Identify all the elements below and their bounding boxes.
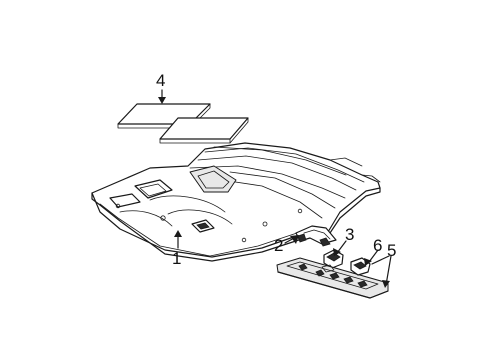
callout-5: 5 bbox=[387, 241, 396, 260]
arrowhead-3-icon bbox=[333, 248, 341, 256]
leader-5b bbox=[385, 255, 392, 286]
callout-labels: 4 1 2 3 5 6 bbox=[156, 71, 396, 268]
arrowhead-6-icon bbox=[364, 258, 372, 266]
callout-6: 6 bbox=[373, 236, 382, 255]
arrowhead-1-icon bbox=[174, 230, 182, 237]
leader-5a bbox=[371, 255, 390, 265]
roof-pads-part-4 bbox=[117, 103, 249, 144]
arrowhead-4-icon bbox=[158, 97, 166, 104]
console-rail-part-5 bbox=[276, 257, 389, 299]
leader-lines bbox=[158, 89, 392, 288]
callout-1: 1 bbox=[172, 249, 181, 268]
leader-6 bbox=[368, 249, 379, 263]
pad-lower bbox=[159, 117, 249, 144]
headliner-part-1 bbox=[91, 142, 381, 262]
callout-4: 4 bbox=[156, 71, 165, 90]
grab-handle-part-2 bbox=[295, 225, 337, 247]
arrowhead-5-icon bbox=[382, 280, 390, 288]
callout-2: 2 bbox=[274, 236, 283, 255]
arrowhead-2-icon bbox=[290, 235, 299, 244]
callout-3: 3 bbox=[345, 225, 354, 244]
